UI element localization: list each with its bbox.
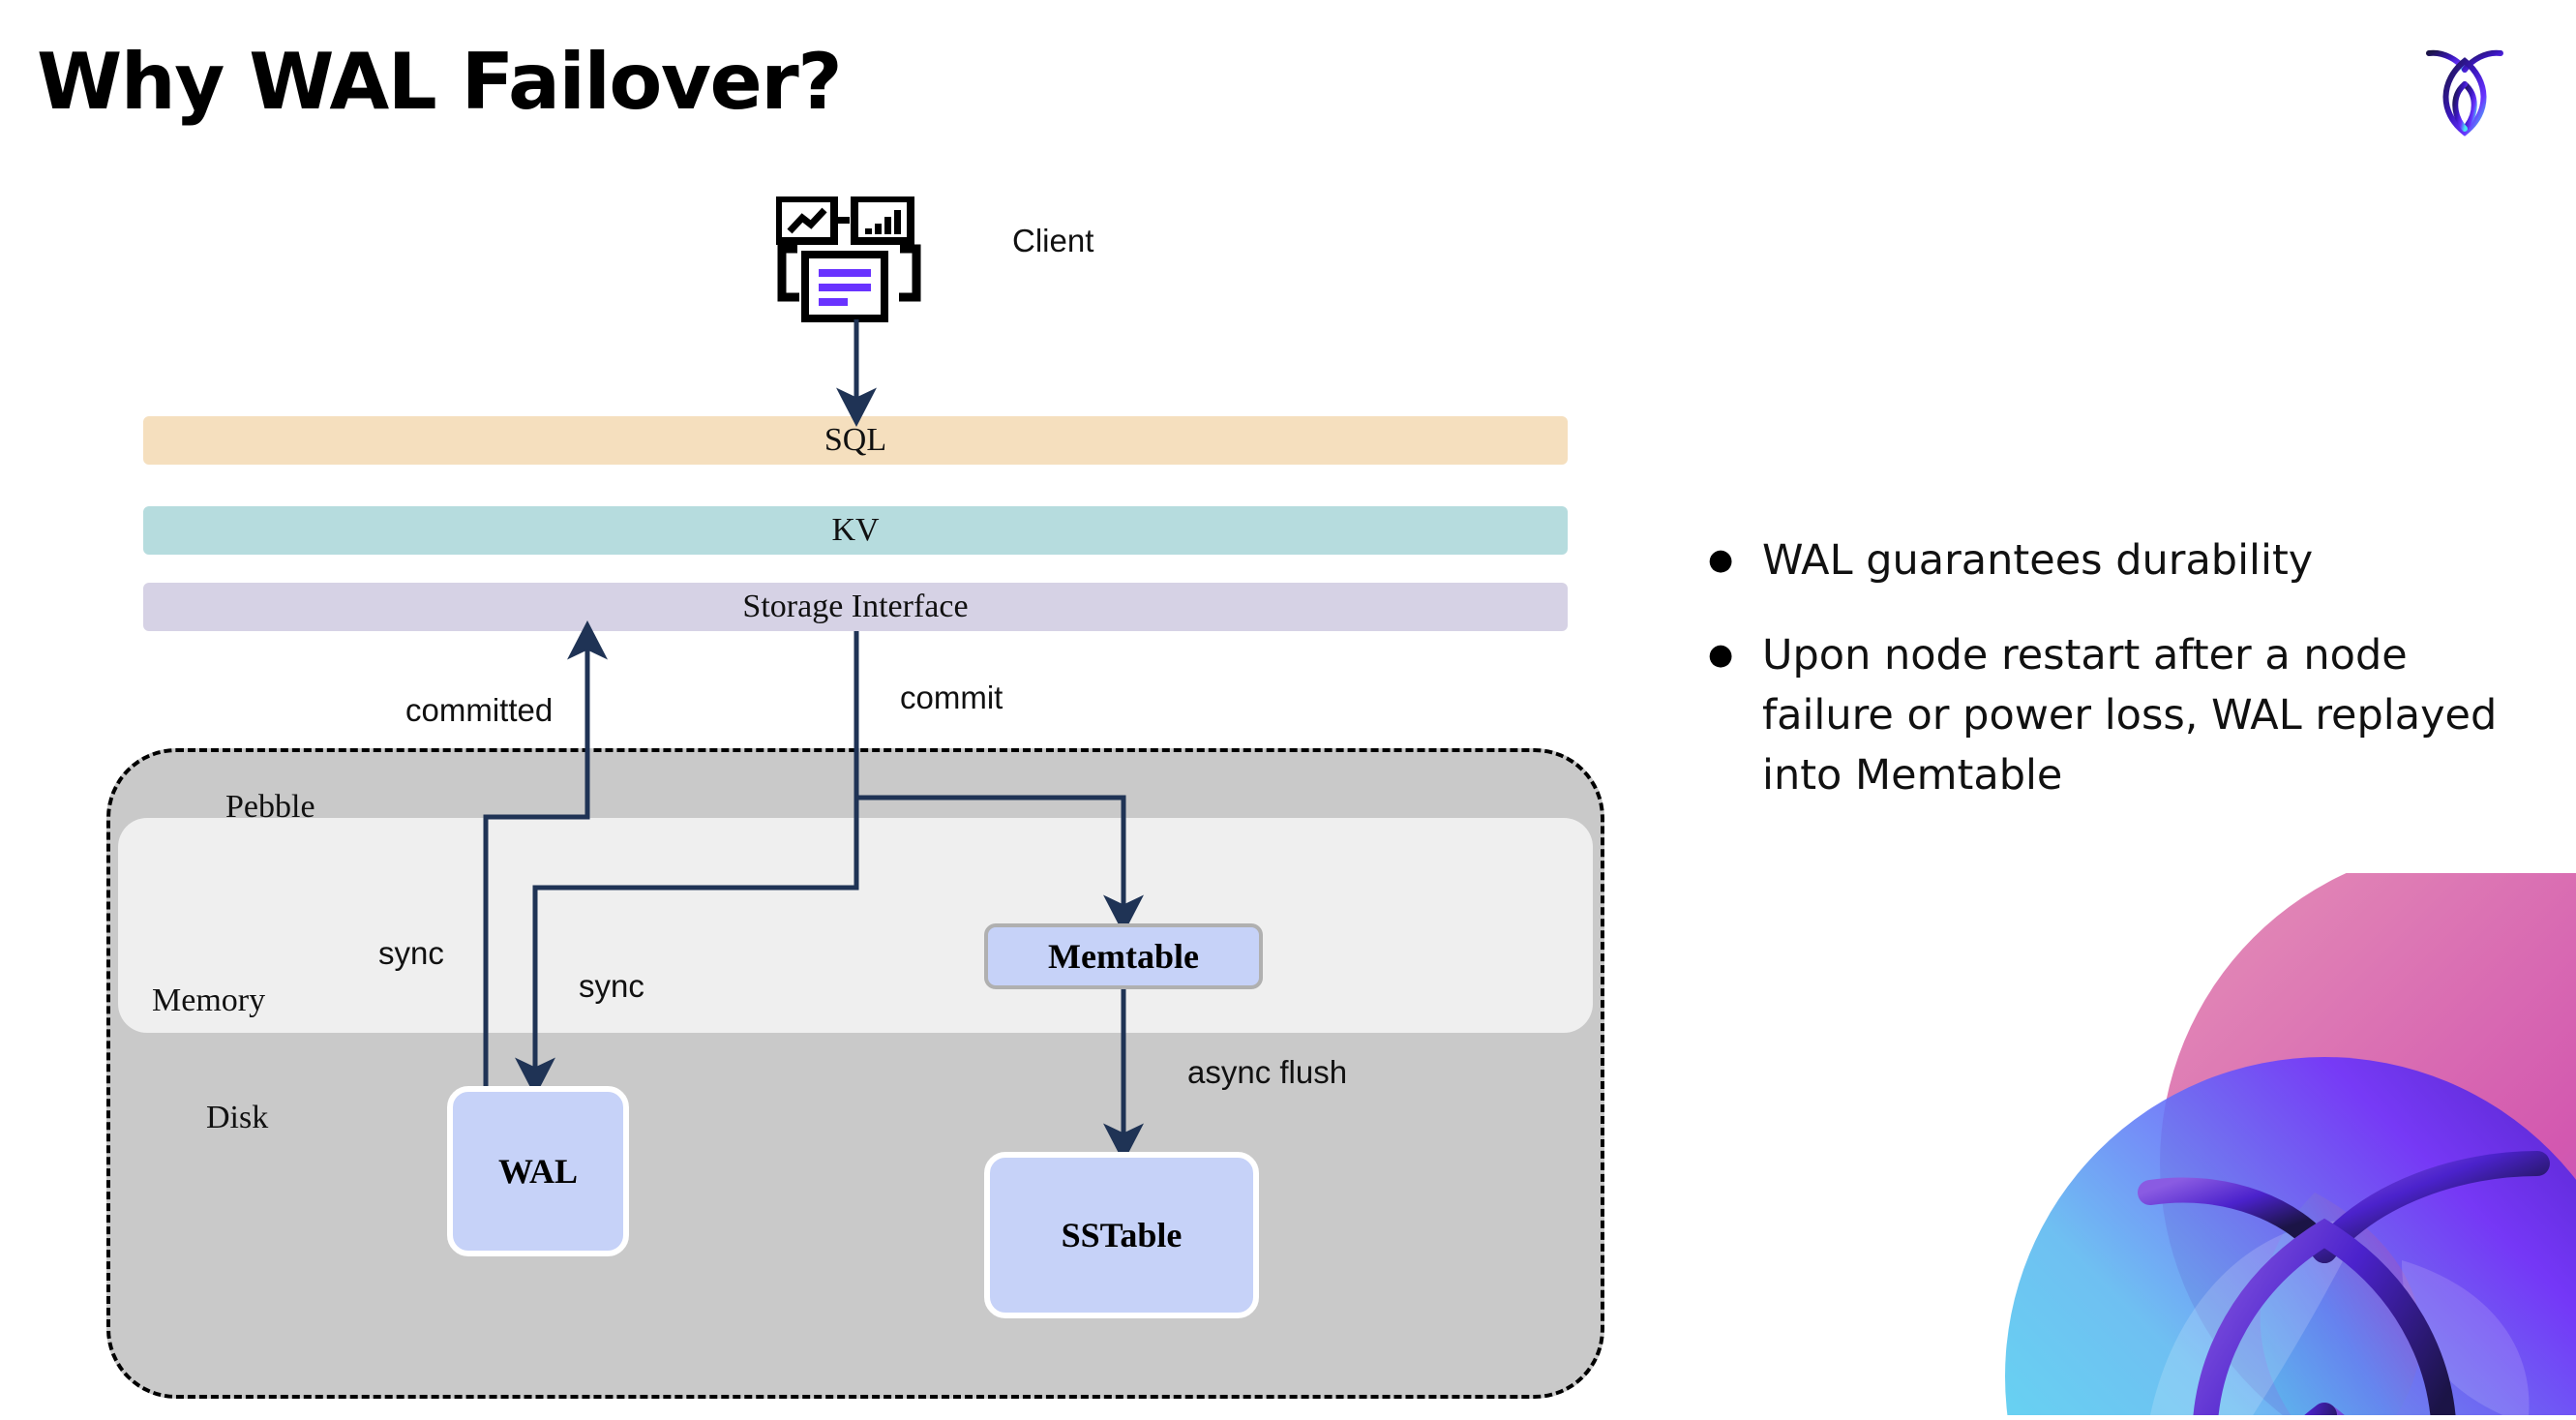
layer-bar-kv: KV: [143, 506, 1568, 555]
edge-label-committed: committed: [405, 692, 554, 728]
architecture-diagram: Client SQL KV Storage Interface Pebble M…: [106, 195, 1604, 1399]
bullet-marker-icon: ●: [1708, 638, 1734, 672]
bullet-marker-icon: ●: [1708, 543, 1734, 577]
node-memtable[interactable]: Memtable: [984, 923, 1263, 989]
node-wal[interactable]: WAL: [447, 1086, 629, 1256]
page-title: Why WAL Failover?: [37, 37, 843, 127]
client-label: Client: [1012, 223, 1094, 258]
cockroach-watermark-icon: [1860, 873, 2576, 1415]
edge-label-commit: commit: [900, 680, 1003, 715]
layer-bar-storage: Storage Interface: [143, 583, 1568, 631]
edge-label-async-flush: async flush: [1187, 1054, 1348, 1090]
bullet-text: Upon node restart after a node failure o…: [1762, 631, 2498, 800]
bullet-text: WAL guarantees durability: [1762, 536, 2314, 585]
list-item: ● WAL guarantees durability: [1708, 530, 2540, 590]
node-sstable[interactable]: SSTable: [984, 1152, 1259, 1318]
edge-label-sync-right: sync: [579, 968, 644, 1004]
list-item: ● Upon node restart after a node failure…: [1708, 625, 2540, 805]
edge-label-sync-left: sync: [378, 935, 444, 971]
disk-label: Disk: [206, 1100, 269, 1135]
pebble-label: Pebble: [225, 789, 315, 825]
layer-bar-sql: SQL: [143, 416, 1568, 465]
memory-region: [118, 818, 1593, 1033]
memory-label: Memory: [152, 982, 266, 1018]
cockroach-logo-icon: [2411, 37, 2518, 143]
bullet-list: ● WAL guarantees durability ● Upon node …: [1708, 530, 2540, 840]
client-dashboard-icon: [774, 195, 923, 322]
